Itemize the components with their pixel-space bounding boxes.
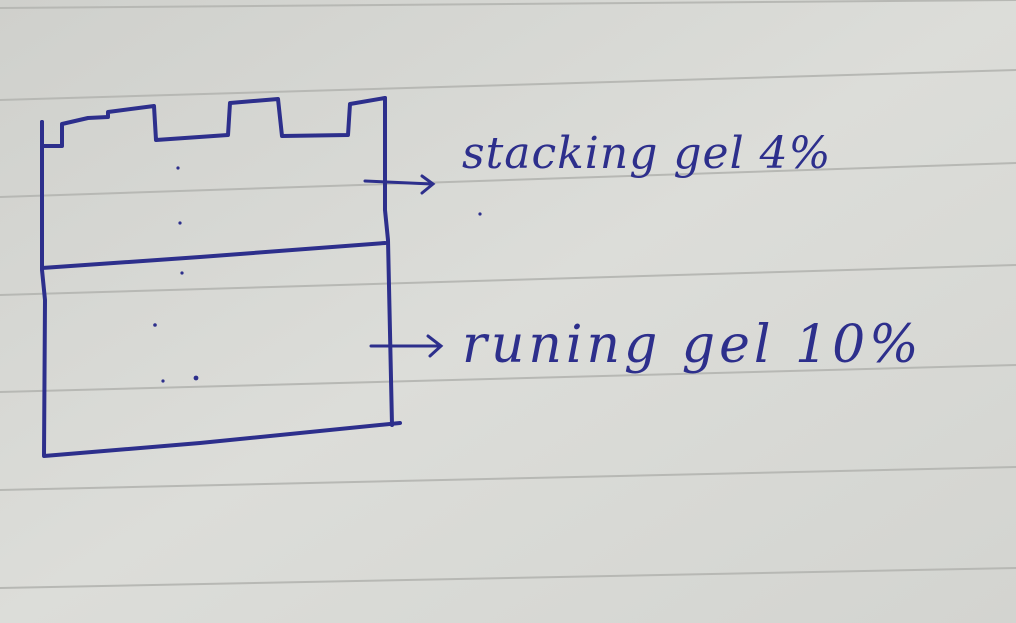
rule-line <box>0 0 1016 9</box>
cassette-bottom-edge <box>42 421 402 458</box>
rule-line <box>0 162 1016 198</box>
cassette-left-edge <box>40 120 47 457</box>
rule-line <box>0 466 1016 491</box>
stacking-arrow-head <box>420 174 436 195</box>
stacking-arrow <box>363 179 434 186</box>
gel-boundary-line <box>40 241 387 270</box>
stacking-gel-label: stacking gel 4% <box>462 128 832 179</box>
cassette-right-edge <box>383 96 394 427</box>
ink-dots <box>153 166 482 383</box>
pointer-arrows <box>363 174 444 358</box>
comb-wells-outline <box>40 96 387 148</box>
rule-line <box>0 264 1016 296</box>
rule-line <box>0 364 1016 393</box>
gel-diagram <box>40 96 402 458</box>
rule-lines <box>0 0 1016 589</box>
rule-line <box>0 69 1016 101</box>
running-arrow-head <box>426 334 444 358</box>
rule-line <box>0 567 1016 589</box>
running-gel-label: runing gel 10% <box>462 315 923 375</box>
